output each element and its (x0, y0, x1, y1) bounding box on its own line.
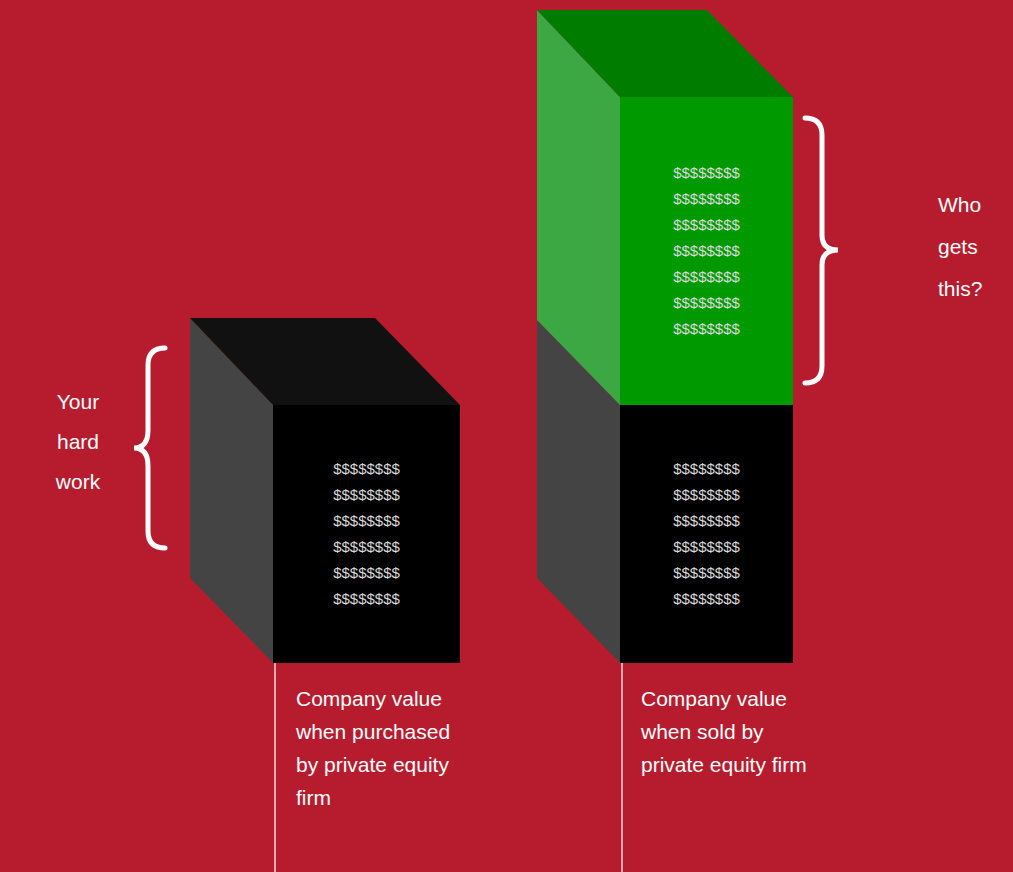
box-front (620, 405, 793, 663)
box-front (273, 405, 460, 663)
box-top (190, 318, 460, 405)
dollar-rows: $$$$$$$$ $$$$$$$$ $$$$$$$$ $$$$$$$$ $$$$… (665, 456, 749, 612)
dollar-rows: $$$$$$$$ $$$$$$$$ $$$$$$$$ $$$$$$$$ $$$$… (665, 160, 749, 342)
value-block: $$$$$$$$ $$$$$$$$ $$$$$$$$ $$$$$$$$ $$$$… (620, 405, 793, 663)
caption-label: Company value when sold by private equit… (641, 682, 821, 781)
box-top (537, 10, 793, 97)
bracket-label: Who gets this? (938, 184, 1008, 310)
pointer-line (621, 663, 623, 872)
gain-block: $$$$$$$$ $$$$$$$$ $$$$$$$$ $$$$$$$$ $$$$… (620, 97, 793, 405)
bracket-label: Your hard work (38, 382, 118, 502)
curly-bracket (134, 348, 165, 548)
caption-label: Company value when purchased by private … (296, 682, 476, 814)
value-block: $$$$$$$$ $$$$$$$$ $$$$$$$$ $$$$$$$$ $$$$… (273, 405, 460, 663)
curly-bracket (805, 118, 838, 383)
pointer-line (274, 663, 276, 872)
box-front (620, 97, 793, 405)
dollar-rows: $$$$$$$$ $$$$$$$$ $$$$$$$$ $$$$$$$$ $$$$… (325, 456, 409, 612)
